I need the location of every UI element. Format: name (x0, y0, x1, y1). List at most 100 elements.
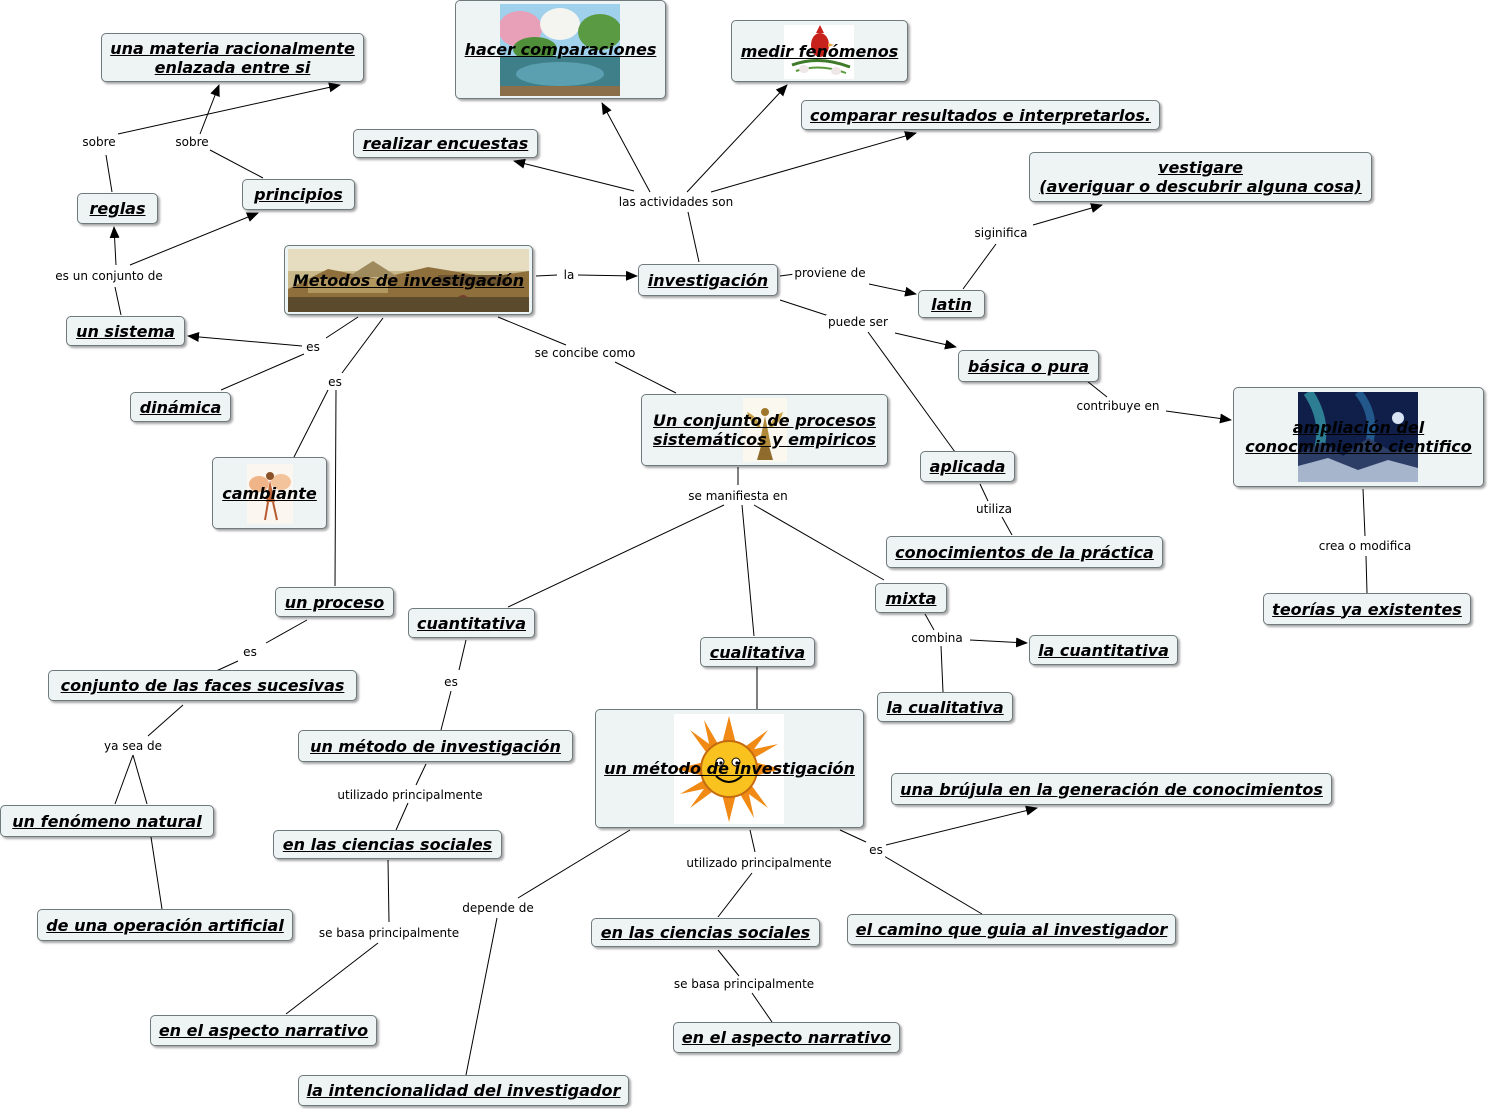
link-label-actividades: las actividades son (616, 195, 736, 209)
node-metodo2[interactable]: un método de investigación (595, 709, 864, 828)
node-comparaciones-text: hacer comparaciones (464, 40, 657, 59)
node-sistema[interactable]: un sistema (66, 316, 185, 346)
cardinal-bird-image (784, 25, 854, 79)
node-teorias[interactable]: teorías ya existentes (1263, 593, 1471, 625)
node-medir-text: medir fenómenos (740, 41, 899, 61)
node-la-cuantitativa[interactable]: la cuantitativa (1029, 635, 1178, 665)
link-label-es: es (241, 645, 259, 659)
link-label-crea-o-modifica: crea o modifica (1316, 539, 1414, 553)
link-label-es: es (867, 843, 885, 857)
link-label-se-basa-principalmente: se basa principalmente (671, 977, 817, 991)
node-medir[interactable]: medir fenómenos (731, 20, 908, 82)
node-basica[interactable]: básica o pura (958, 350, 1099, 382)
node-comparar-text: comparar resultados e interpretarlos. (810, 105, 1151, 125)
node-principios-text: principios (254, 185, 343, 204)
link-label-contribuye-en: contribuye en (1074, 399, 1162, 413)
link-label-se-concibe-como: se concibe como (532, 346, 638, 360)
link-label-depende-de: depende de (460, 901, 536, 915)
node-intencionalidad-text: la intencionalidad del investigador (306, 1081, 621, 1100)
node-faces-text: conjunto de las faces sucesivas (60, 676, 345, 695)
node-investigacion[interactable]: investigación (638, 264, 778, 296)
link-label-combina: combina (909, 631, 965, 645)
node-latin[interactable]: latin (918, 290, 985, 318)
node-cuantitativa[interactable]: cuantitativa (408, 608, 535, 638)
node-operacion[interactable]: de una operación artificial (37, 909, 293, 941)
node-brujula-text: una brújula en la generación de conocimi… (900, 779, 1323, 799)
node-vestigare-text: vestigare (averiguar o descubrir alguna … (1039, 158, 1362, 196)
link-label-sobre: sobre (80, 135, 118, 149)
link-label-sobre: sobre (173, 135, 211, 149)
node-sociales1[interactable]: en las ciencias sociales (273, 830, 502, 859)
node-faces[interactable]: conjunto de las faces sucesivas (48, 670, 357, 701)
node-intencionalidad[interactable]: la intencionalidad del investigador (298, 1075, 629, 1106)
link-label-la: la (561, 268, 577, 282)
node-cuantitativa-text: cuantitativa (417, 613, 526, 633)
node-la-cualitativa-text: la cualitativa (886, 697, 1004, 717)
node-camino[interactable]: el camino que guia al investigador (847, 914, 1176, 945)
node-investigacion-text: investigación (647, 270, 769, 290)
link-label-puede-ser: puede ser (826, 315, 890, 329)
link-label-es: es (326, 375, 344, 389)
node-reglas-text: reglas (89, 199, 146, 218)
node-proceso[interactable]: un proceso (275, 587, 394, 617)
node-aplicada-text: aplicada (929, 457, 1006, 476)
node-metodo1-text: un método de investigación (310, 736, 561, 756)
link-label-utilizado-principalmente: utilizado principalmente (335, 788, 485, 802)
node-vestigare[interactable]: vestigare (averiguar o descubrir alguna … (1029, 152, 1372, 202)
node-cambiante-text: cambiante (222, 483, 317, 503)
node-narrativo1-text: en el aspecto narrativo (158, 1021, 369, 1040)
node-la-cualitativa[interactable]: la cualitativa (877, 692, 1013, 722)
node-teorias-text: teorías ya existentes (1272, 599, 1462, 619)
node-operacion-text: de una operación artificial (46, 915, 284, 935)
winged-figure-image (743, 398, 787, 462)
link-label-utiliza: utiliza (974, 502, 1014, 516)
fairy-image (247, 464, 293, 524)
node-cualitativa[interactable]: cualitativa (700, 637, 815, 667)
link-label-se-manifiesta-en: se manifiesta en (686, 489, 790, 503)
link-label-se-basa-principalmente: se basa principalmente (316, 926, 462, 940)
node-metodo1[interactable]: un método de investigación (298, 730, 573, 762)
node-encuestas-text: realizar encuestas (362, 134, 529, 153)
link-label-es: es (304, 340, 322, 354)
node-cualitativa-text: cualitativa (709, 642, 806, 662)
node-narrativo2[interactable]: en el aspecto narrativo (673, 1022, 900, 1053)
node-comparaciones[interactable]: hacer comparaciones (455, 0, 666, 99)
node-fenomeno-text: un fenómeno natural (12, 811, 202, 831)
node-aplicada[interactable]: aplicada (920, 451, 1015, 482)
node-conjunto-text: Un conjunto de procesos sistemáticos y e… (652, 411, 877, 449)
node-ampliacion[interactable]: ampliación del conocmimiento cientifico (1233, 387, 1484, 487)
node-sociales2[interactable]: en las ciencias sociales (591, 918, 820, 947)
node-metodos[interactable]: Metodos de investigación (284, 245, 533, 315)
node-fenomeno[interactable]: un fenómeno natural (0, 805, 214, 837)
node-cambiante[interactable]: cambiante (212, 457, 327, 529)
node-reglas[interactable]: reglas (77, 193, 158, 224)
node-proceso-text: un proceso (284, 592, 385, 612)
link-label-ya-sea-de: ya sea de (101, 739, 165, 753)
node-materia[interactable]: una materia racionalmente enlazada entre… (101, 33, 364, 82)
link-label-es: es (442, 675, 460, 689)
node-narrativo2-text: en el aspecto narrativo (681, 1028, 892, 1047)
node-latin-text: latin (931, 294, 972, 314)
node-conjunto[interactable]: Un conjunto de procesos sistemáticos y e… (641, 394, 888, 466)
node-principios[interactable]: principios (242, 179, 355, 210)
node-sociales2-text: en las ciencias sociales (600, 923, 811, 942)
node-ampliacion-text: ampliación del conocmimiento cientifico (1245, 418, 1472, 456)
node-sistema-text: un sistema (76, 321, 175, 341)
node-sociales1-text: en las ciencias sociales (282, 835, 493, 854)
node-dinamica[interactable]: dinámica (130, 392, 231, 422)
node-narrativo1[interactable]: en el aspecto narrativo (150, 1015, 377, 1046)
node-basica-text: básica o pura (967, 356, 1090, 376)
node-la-cuantitativa-text: la cuantitativa (1038, 640, 1169, 660)
node-mixta-text: mixta (885, 588, 937, 608)
node-encuestas[interactable]: realizar encuestas (353, 129, 538, 158)
node-comparar[interactable]: comparar resultados e interpretarlos. (801, 100, 1160, 130)
node-dinamica-text: dinámica (139, 397, 222, 417)
smiling-sun-image (674, 714, 784, 824)
node-conocimientos[interactable]: conocimientos de la práctica (886, 536, 1163, 568)
node-brujula[interactable]: una brújula en la generación de conocimi… (891, 773, 1332, 805)
link-label-utilizado-principalmente: utilizado principalmente (684, 856, 834, 870)
link-label-es-un-conjunto-de: es un conjunto de (53, 269, 165, 283)
aurora-mountains-image (1298, 392, 1418, 482)
node-mixta[interactable]: mixta (875, 583, 947, 613)
